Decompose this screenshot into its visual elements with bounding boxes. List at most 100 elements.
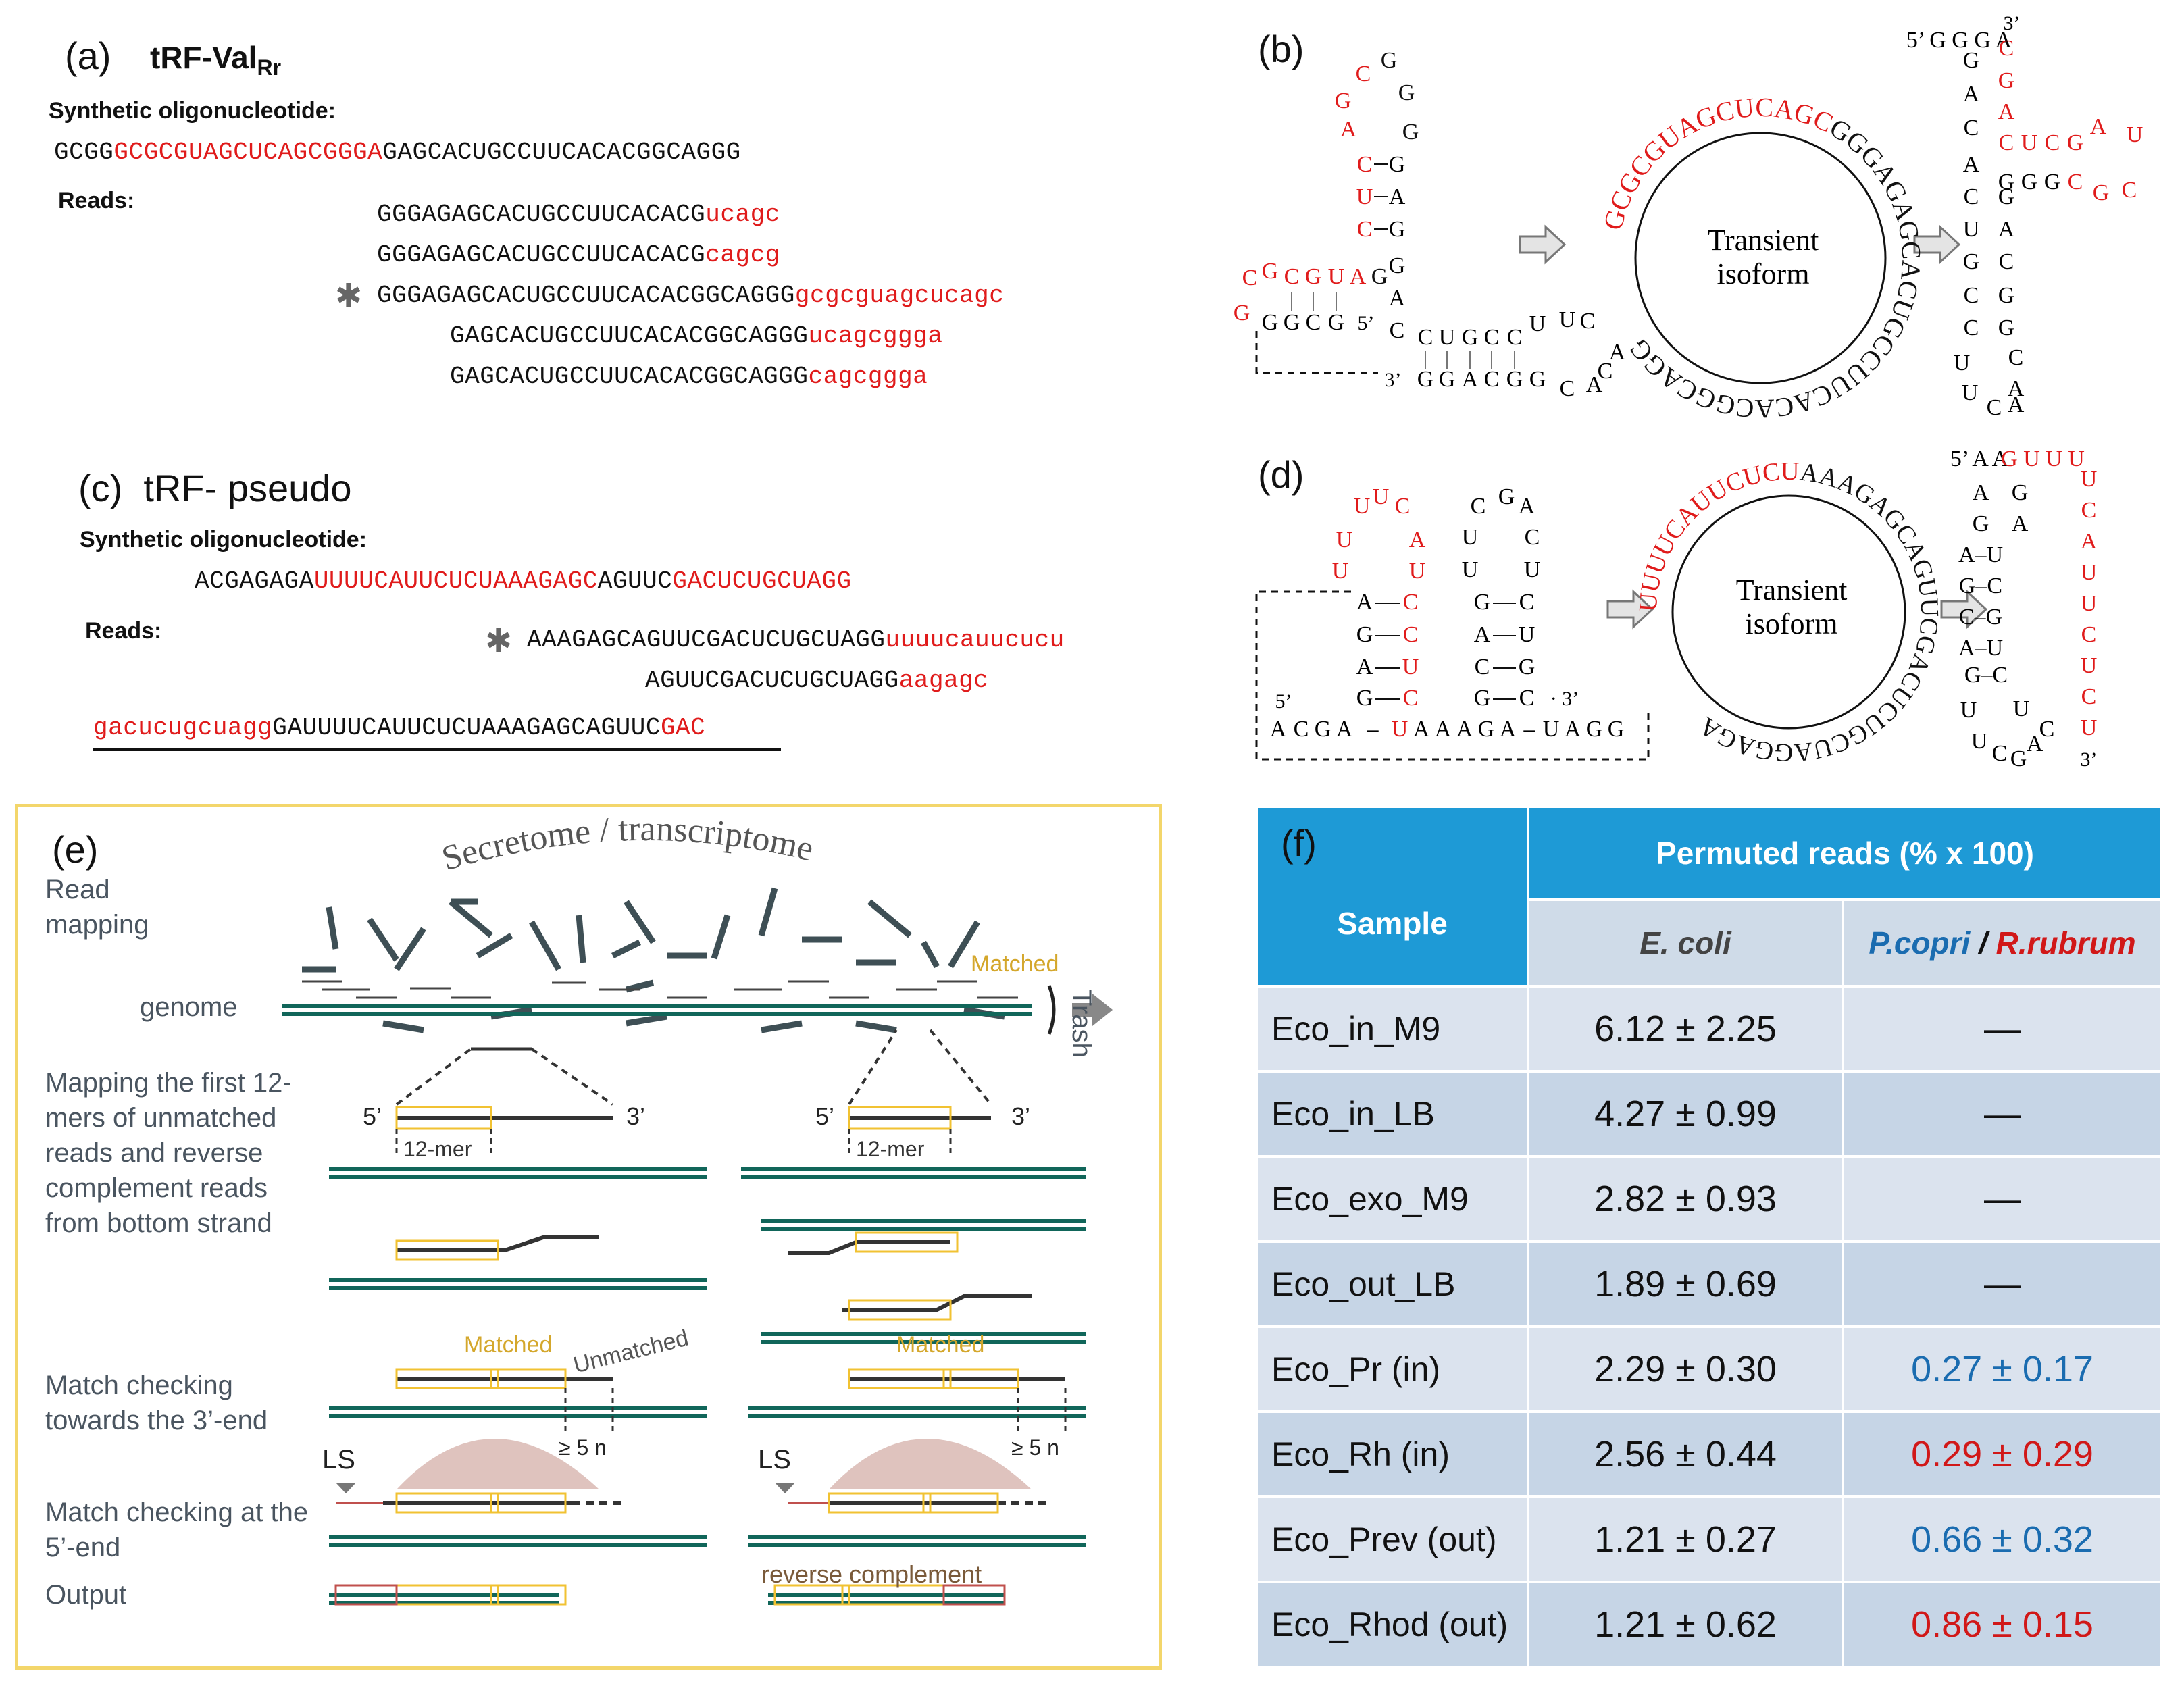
svg-text:G: G [1474, 686, 1491, 711]
svg-text:C: C [1992, 741, 2008, 766]
svg-text:G: G [1998, 170, 2015, 195]
svg-text:A–U: A–U [1958, 636, 2003, 661]
read-line: GGGAGAGCACUGCCUUCACACGGCAGGGgcgcguagcuca… [377, 282, 1004, 309]
read-red: uuuucauucucu [885, 626, 1065, 654]
svg-text:C: C [1471, 494, 1486, 519]
pcopri-label: P.copri [1869, 925, 1971, 961]
read-line: gacucugcuaggGAUUUUCAUUCUCUAAAGAGCAGUUCGA… [93, 714, 705, 742]
svg-text:G: G [1315, 717, 1331, 742]
mapping-description: Mapping the first 12-mers of unmatched r… [45, 1068, 292, 1238]
svg-text:A: A [1998, 217, 2015, 242]
svg-text:G: G [1439, 367, 1456, 392]
svg-text:U: U [2081, 591, 2098, 616]
svg-text:U: U [1519, 622, 1535, 647]
permuted-reads-table: (f) Sample Permuted reads (% x 100) E. c… [1255, 805, 2163, 1668]
svg-text:G: G [1335, 88, 1352, 113]
svg-text:G U U U: G U U U [2001, 446, 2085, 471]
panel-a-synth-label: Synthetic oligonucleotide: [49, 98, 336, 124]
read-black: AGUUCGACUCUGCUAGG [645, 667, 899, 694]
panel-a-label: (a) [65, 34, 111, 77]
other-cell: 0.66 ± 0.32 [1844, 1498, 2160, 1581]
svg-text:G: G [1398, 80, 1415, 105]
read-black: GGGAGAGCACUGCCUUCACACG [377, 241, 706, 269]
svg-text:G: G [1381, 48, 1398, 73]
svg-text:G: G [1284, 310, 1300, 335]
svg-text:G: G [1478, 717, 1495, 742]
svg-text:C: C [1507, 325, 1523, 350]
read-line: AAAGAGCAGUUCGACUCUGCUAGGuuuucauucucu [527, 626, 1065, 654]
read-black: GGGAGAGCACUGCCUUCACACG [377, 201, 706, 228]
panel-a-title-sub: Rr [257, 55, 282, 80]
sample-header-text: Sample [1337, 906, 1448, 941]
read-black: GAGCACUGCCUUCACACGGCAGGG [450, 322, 809, 350]
svg-text:A: A [1973, 480, 1989, 505]
svg-text:G: G [1998, 184, 2015, 209]
svg-text:C: C [1306, 310, 1321, 335]
svg-text:C: C [1484, 325, 1500, 350]
svg-text:U: U [1960, 698, 1977, 723]
svg-text:C: C [1357, 152, 1373, 177]
svg-text:G: G [1998, 68, 2015, 93]
copri-rubrum-header: P.copri / R.rubrum [1844, 901, 2160, 985]
svg-text:C: C [1395, 494, 1411, 519]
seq-part-red: GACUCUGCUAGG [672, 567, 852, 595]
svg-text:G: G [2067, 130, 2084, 155]
svg-text:A: A [1413, 717, 1430, 742]
match-check-3-label: Match checking towards the 3’-end [45, 1371, 268, 1435]
svg-text:U: U [1543, 717, 1560, 742]
read-black: AAAGAGCAGUUCGACUCUGCUAGG [527, 626, 886, 654]
ecoli-cell: 2.82 ± 0.93 [1529, 1158, 1842, 1240]
svg-text:A: A [2012, 511, 2029, 536]
isoform-label: isoform [1746, 607, 1838, 640]
seq-part-red: UUUUCAUUCUCUAAAGAGC [313, 567, 598, 595]
panel-a-title: tRF-ValRr [150, 39, 281, 80]
read-red: gacucugcuagg [93, 714, 273, 742]
sample-cell: Eco_Prev (out) [1258, 1498, 1527, 1581]
read-line: GGGAGAGCACUGCCUUCACACGucagc [377, 201, 780, 228]
svg-text:G: G [1529, 367, 1546, 392]
panel-c-heading: (c) tRF- pseudo [78, 466, 352, 510]
svg-text:G: G [1356, 686, 1373, 711]
svg-text:G: G [1402, 120, 1419, 145]
match-check-5-label: Match checking at the 5’-end [45, 1498, 309, 1562]
svg-text:G: G [1998, 315, 2015, 340]
svg-text:A: A [1609, 340, 1626, 365]
read-red: cagcg [705, 241, 780, 269]
svg-text:A: A [1340, 117, 1357, 142]
svg-text:U: U [2081, 560, 2098, 585]
other-cell: — [1844, 1158, 2160, 1240]
svg-text:C: C [1357, 217, 1373, 242]
svg-text:A: A [1389, 184, 1406, 209]
svg-text:C: C [2068, 170, 2083, 195]
svg-text:G: G [1234, 301, 1250, 326]
svg-text:A: A [1565, 717, 1581, 742]
svg-text:U: U [2081, 653, 2098, 678]
other-cell: 0.27 ± 0.17 [1844, 1328, 2160, 1410]
matched-label: Matched [464, 1332, 553, 1358]
svg-text:5’: 5’ [1358, 312, 1375, 334]
rrubrum-label: R.rubrum [1996, 925, 2136, 961]
svg-text:G: G [1389, 217, 1406, 242]
panel-c-reads-label: Reads: [85, 618, 162, 644]
svg-text:U: U [1402, 655, 1419, 680]
svg-text:3’: 3’ [2004, 12, 2021, 34]
svg-text:C: C [1390, 318, 1405, 343]
svg-text:G: G [1973, 511, 1989, 536]
other-cell: 0.29 ± 0.29 [1844, 1413, 2160, 1495]
output-label: Output [45, 1580, 127, 1610]
svg-text:A: A [2008, 392, 2025, 417]
svg-text:U: U [1529, 311, 1546, 336]
read-black: GAGCACUGCCUUCACACGGCAGGG [450, 363, 809, 390]
sample-cell: Eco_Rhod (out) [1258, 1583, 1527, 1666]
read-red: cagcggga [808, 363, 928, 390]
svg-text:C: C [1525, 525, 1540, 550]
svg-text:U: U [1963, 217, 1980, 242]
transient-label: Transient [1736, 573, 1848, 607]
svg-text:A: A [2027, 732, 2043, 757]
svg-text:G–C: G–C [1964, 663, 2008, 688]
svg-text:C: C [2081, 498, 2097, 523]
svg-text:U: U [1524, 557, 1541, 582]
